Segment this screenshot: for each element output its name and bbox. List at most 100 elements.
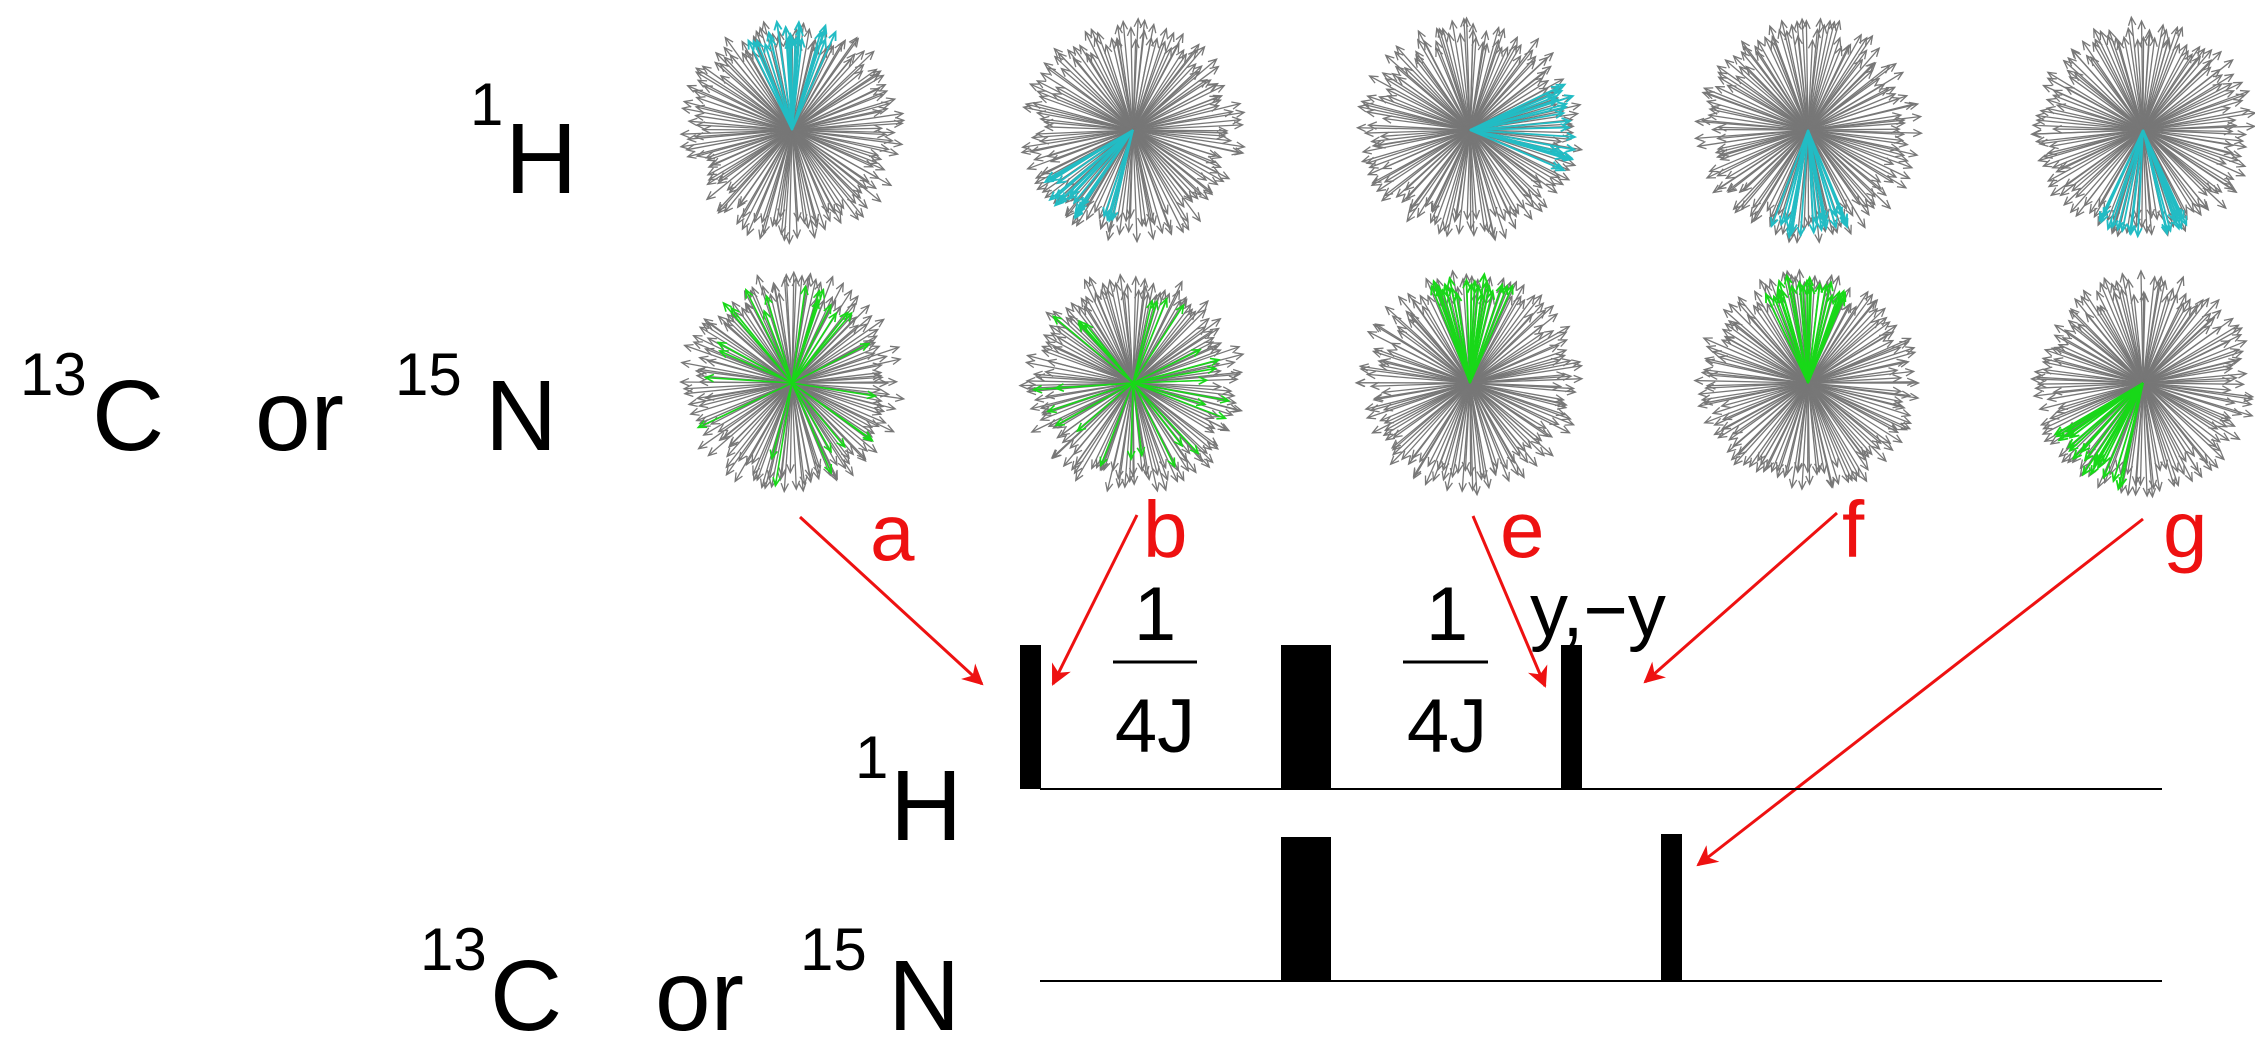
grey-vector [1807, 21, 1835, 131]
highlight-vector [1132, 298, 1168, 384]
grey-vector-head [1463, 210, 1472, 221]
grey-vector [2142, 367, 2232, 384]
grey-vector-head [870, 87, 881, 96]
grey-vector [1442, 28, 1471, 131]
proton-ensemble-f [1693, 17, 1924, 245]
grey-vector-head [1556, 401, 1568, 410]
grey-vector [1448, 33, 1471, 131]
grey-vector [1132, 382, 1212, 451]
grey-vector-head [2075, 207, 2085, 218]
grey-vector [2142, 350, 2243, 384]
grey-vector-head [2176, 301, 2185, 313]
grey-vector-head [1769, 216, 1777, 228]
grey-vector-head [872, 384, 883, 394]
grey-vector [2047, 129, 2144, 154]
grey-vector-head [1105, 230, 1115, 242]
grey-vector [1469, 299, 1526, 384]
grey-vector [707, 382, 793, 457]
grey-vector-head [1724, 59, 1735, 69]
grey-vector-head [745, 455, 754, 467]
grey-vector-head [1077, 305, 1087, 316]
grey-vector-head [1543, 447, 1554, 457]
highlight-vector-head [1560, 123, 1571, 133]
grey-vector [1469, 43, 1488, 131]
grey-vector-head [2234, 135, 2245, 145]
grey-vector [1375, 323, 1471, 384]
grey-vector-head [717, 423, 728, 433]
grey-vector [1469, 382, 1497, 475]
grey-vector-head [1431, 202, 1440, 214]
grey-vector-head [686, 84, 697, 93]
grey-vector-head [1756, 301, 1765, 312]
grey-vector-head [1876, 307, 1887, 318]
grey-vector [2142, 29, 2167, 131]
grey-vector [2142, 51, 2222, 131]
grey-vector-head [2236, 159, 2247, 168]
grey-vector [719, 382, 793, 441]
grey-vector-head [2231, 407, 2243, 417]
grey-vector-head [2222, 365, 2234, 374]
grey-vector [1457, 382, 1471, 473]
grey-vector-head [2222, 82, 2234, 91]
grey-vector-head [1035, 80, 1047, 89]
grey-vector [1751, 129, 1809, 223]
grey-vector-head [718, 431, 729, 442]
grey-vector [2142, 306, 2192, 384]
grey-vector [2142, 112, 2255, 131]
grey-vector-head [1750, 213, 1760, 224]
grey-vector [1132, 129, 1228, 132]
grey-vector [1469, 60, 1536, 131]
grey-vector-head [1084, 30, 1093, 41]
grey-vector-head [1200, 317, 1211, 328]
grey-vector [1056, 336, 1134, 384]
grey-vector-head [1740, 40, 1750, 51]
grey-vector [2142, 382, 2221, 443]
grey-vector-head [888, 377, 899, 387]
grey-vector-head [1512, 54, 1522, 66]
grey-vector-head [1105, 482, 1114, 493]
grey-vector [1807, 129, 1876, 198]
grey-vector [791, 29, 810, 131]
grey-vector [1807, 361, 1909, 384]
grey-vector [2142, 129, 2202, 216]
grey-vector-head [1717, 429, 1728, 439]
grey-vector-head [1564, 383, 1576, 393]
grey-vector-head [1904, 368, 1916, 377]
highlight-vector-head [1216, 411, 1228, 420]
grey-vector-head [1451, 212, 1461, 224]
grey-vector-head [2031, 121, 2042, 130]
grey-vector-head [1713, 426, 1724, 436]
grey-vector-head [778, 467, 787, 478]
highlight-vector-head [764, 293, 773, 305]
grey-vector-head [702, 427, 713, 436]
highlight-vector [791, 31, 837, 131]
grey-vector-head [1365, 370, 1377, 380]
grey-vector [1466, 129, 1471, 220]
grey-vector-head [1804, 216, 1813, 227]
grey-vector-head [2243, 409, 2254, 418]
grey-vector-head [2184, 471, 2193, 483]
grey-vector [1807, 129, 1910, 180]
grey-vector-head [1894, 149, 1906, 158]
grey-vector [1117, 382, 1134, 479]
highlight-vector [1074, 129, 1134, 217]
highlight-vector-head [1840, 217, 1849, 229]
grey-vector-head [1805, 475, 1814, 486]
grey-vector-head [2212, 74, 2224, 84]
grey-vector-head [1373, 392, 1384, 402]
grey-vector [1046, 341, 1134, 384]
grey-vector-head [1897, 422, 1909, 431]
grey-vector [2096, 291, 2144, 384]
grey-vector-head [762, 479, 772, 490]
grey-vector-head [1225, 359, 1237, 369]
grey-vector-head [697, 399, 709, 409]
highlight-vector [1132, 304, 1185, 384]
highlight-vector [2112, 382, 2144, 482]
grey-vector-head [854, 63, 865, 74]
highlight-vector [1465, 279, 1471, 384]
grey-vector [1807, 303, 1852, 384]
grey-vector-head [1180, 461, 1190, 473]
grey-vector-head [1523, 210, 1533, 221]
grey-vector [1469, 382, 1532, 449]
grey-vector [1132, 346, 1240, 384]
